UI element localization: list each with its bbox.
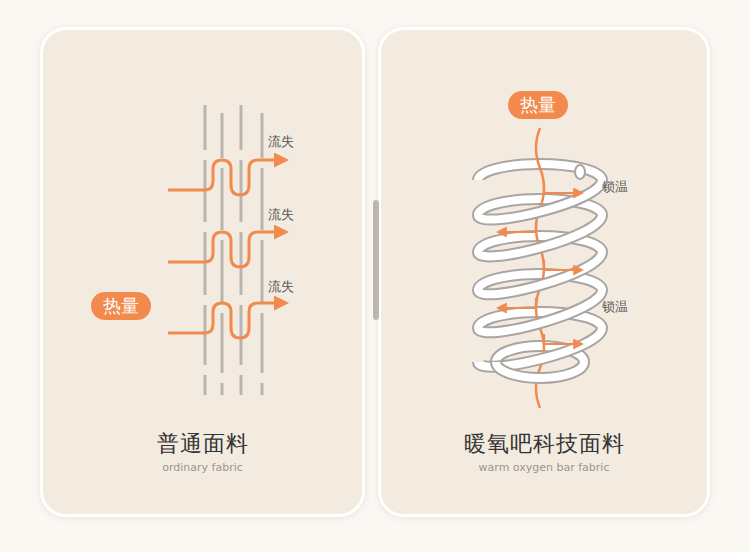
heat-pill: 热量 [508,91,568,119]
heat-arrow [498,298,536,308]
fiber-line [204,232,207,295]
heat-label: 热量 [103,295,139,316]
fabric-name: 普通面料 [43,430,362,458]
heat-label: 热量 [520,94,556,115]
fabric-fibers [168,105,286,395]
fiber-line [204,305,207,365]
fiber-line [240,232,243,295]
fabric-name: 暖氧吧科技面料 [381,430,707,458]
heat-arrow [498,222,536,232]
heat-arrow [544,183,582,193]
loss-label: 流失 [268,133,294,151]
fiber-line [240,305,243,365]
fiber-line [240,375,243,395]
fiber-line [221,113,224,158]
fiber-line [261,383,264,395]
fiber-line [261,313,264,373]
loss-label: 流失 [268,278,294,296]
heat-arrow [168,232,286,267]
fiber-line [204,160,207,222]
heat-arrow [544,260,582,270]
coil-fiber [478,128,602,408]
lock-label: 锁温 [602,178,628,196]
fabric-panel: 暖氧吧科技面料 warm oxygen bar fabric 热量 [378,27,710,517]
fiber-line [261,168,264,230]
fiber-line [204,105,207,150]
fiber-line [261,113,264,158]
heat-arrow [168,303,286,338]
fiber-line [221,313,224,373]
fiber-line [261,240,264,303]
fiber-line [221,240,224,303]
heat-pill: 热量 [91,292,151,320]
fiber-line [204,375,207,395]
fabric-subtitle: ordinary fabric [43,460,362,476]
loss-label: 流失 [268,206,294,224]
fiber-line [240,105,243,150]
heat-arrow [168,160,286,195]
heat-arrow [544,334,582,344]
lock-label: 锁温 [602,298,628,316]
panel-caption: 普通面料 ordinary fabric [43,430,362,476]
hinge-bar [373,200,379,320]
fiber-line [221,383,224,395]
heat-line [536,128,544,408]
fabric-subtitle: warm oxygen bar fabric [381,460,707,476]
fabric-panel: 普通面料 ordinary fabric 热量 [40,27,365,517]
panel-caption: 暖氧吧科技面料 warm oxygen bar fabric [381,430,707,476]
fiber-line [240,160,243,222]
fiber-line [221,168,224,230]
